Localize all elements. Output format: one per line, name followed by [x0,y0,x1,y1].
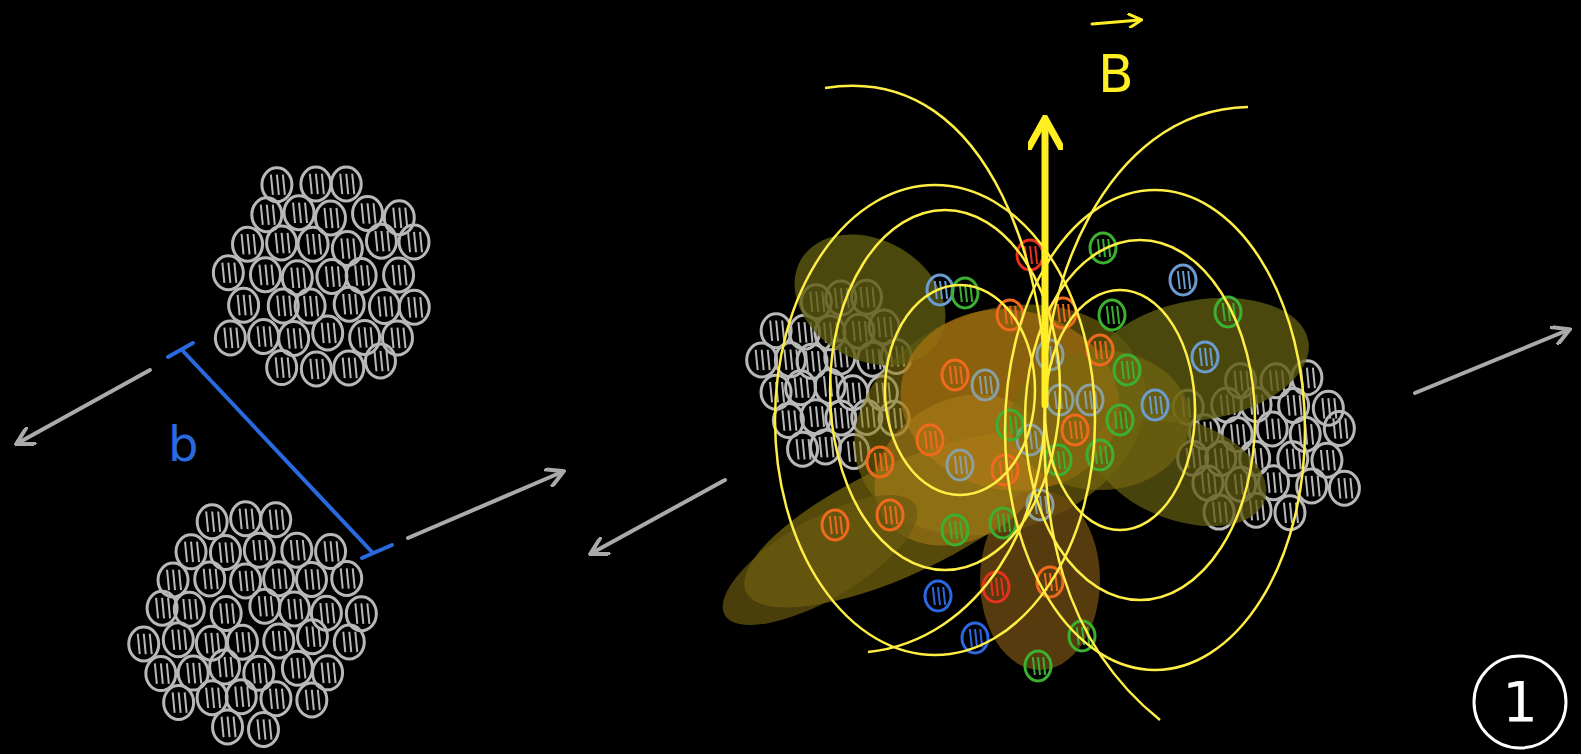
nucleon [261,503,291,537]
nucleon [250,589,280,623]
nucleon [334,625,364,659]
nucleon [350,320,380,354]
nucleon [942,515,968,545]
nucleon [1275,496,1305,530]
nuclei-before [129,167,430,747]
nucleon [369,289,399,323]
vector-sign [1092,20,1140,24]
nucleon [313,316,343,350]
nucleon [129,627,159,661]
callout-number: 1 [1502,674,1538,730]
nucleon [1025,651,1051,681]
nucleon [267,351,297,385]
nucleon [197,505,227,539]
callout-circle: 1 [1472,654,1568,750]
nucleon [399,290,429,324]
nucleon [297,620,327,654]
impact-parameter-bracket [168,343,392,558]
nucleon [917,425,943,455]
nucleon [997,410,1023,440]
motion-arrow [408,472,562,538]
nucleon [296,562,326,596]
nucleon [972,370,998,400]
nucleon [990,508,1016,538]
nucleon [146,657,176,691]
nucleon [213,256,243,290]
nucleon [244,533,274,567]
nucleon [210,650,240,684]
nucleon [334,287,364,321]
nucleon [301,352,331,386]
nucleon [196,626,226,660]
nucleon [233,227,263,261]
nucleon [164,686,194,720]
nucleon [331,167,361,201]
nucleon [1090,233,1116,263]
nucleon [384,201,414,235]
nucleon [229,288,259,322]
nucleon [284,196,314,230]
nucleon [942,360,968,390]
nucleon [382,321,412,355]
magnetic-field-lines [775,86,1305,720]
nucleon [822,510,848,540]
nucleon [1107,405,1133,435]
nucleon [249,320,279,354]
field-arrow [1042,122,1049,405]
motion-arrow [18,370,150,443]
nucleon [248,712,278,746]
nucleon [366,224,396,258]
nucleon [1142,390,1168,420]
nucleon [267,226,297,260]
nucleon [1114,355,1140,385]
nucleon [747,343,777,377]
nucleon [261,682,291,716]
nucleon [195,562,225,596]
nucleon [226,680,256,714]
nucleon [925,581,951,611]
nucleon [298,227,328,261]
nucleon [227,625,257,659]
nucleon [1170,265,1196,295]
nucleon [952,278,978,308]
nucleon [334,351,364,385]
nucleon [1257,412,1287,446]
nucleon [1062,415,1088,445]
nucleon [311,596,341,630]
nucleon [1077,385,1103,415]
nucleon [877,500,903,530]
nucleon [1099,300,1125,330]
nucleon [147,591,177,625]
nucleon [867,447,893,477]
nucleon [983,572,1009,602]
nucleon [297,683,327,717]
nucleon [332,562,362,596]
nucleon [399,225,429,259]
nucleon [163,623,193,657]
motion-arrow [1415,330,1568,393]
nucleon [282,651,312,685]
quark-gluon-plasma [705,208,1319,670]
nucleon [213,710,243,744]
nucleon [231,502,261,536]
nucleon [365,344,395,378]
nucleon [947,450,973,480]
nucleon [250,258,280,292]
nucleon [174,592,204,626]
nucleon [215,321,245,355]
impact-parameter-label: b [168,420,198,468]
nucleon [1329,471,1359,505]
nucleon [1324,411,1354,445]
field-label: B [1098,48,1134,100]
nucleon [1192,342,1218,372]
nucleon [384,258,414,292]
motion-arrow [592,480,725,553]
